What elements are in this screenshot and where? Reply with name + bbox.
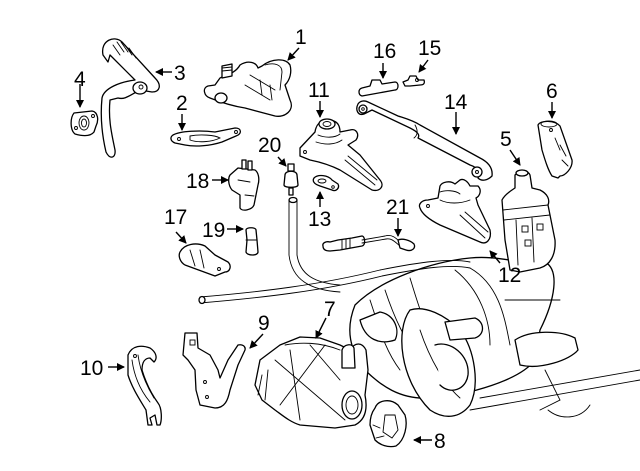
part-6-filter	[537, 120, 573, 179]
part-7-air-pump	[254, 336, 369, 429]
callout-3: 3	[174, 62, 186, 85]
part-12-check-valve-lower	[418, 178, 492, 244]
part-10-shield	[127, 345, 162, 426]
part-1-air-pump-valve	[203, 59, 292, 117]
part-9-bracket	[182, 332, 246, 409]
part-17-control-module	[178, 243, 231, 277]
part-14-air-tube	[356, 100, 493, 181]
callout-6: 6	[546, 80, 558, 103]
leader-7	[315, 317, 327, 339]
callout-leaders	[76, 47, 556, 444]
leader-9	[249, 333, 264, 349]
part-3-hose	[100, 38, 160, 158]
callout-numbers: 1 2 3 4 5 6 7 8 9 10 11 12 13 14 15 16 1…	[74, 26, 558, 453]
callout-19: 19	[202, 219, 225, 242]
part-8-pump-mount	[369, 400, 407, 448]
callout-9: 9	[258, 312, 270, 335]
callout-15: 15	[418, 37, 441, 60]
part-5-canister	[501, 169, 556, 273]
callout-5: 5	[500, 128, 512, 151]
leader-17	[175, 231, 187, 244]
part-18-solenoid	[228, 159, 260, 211]
callout-13: 13	[308, 208, 331, 231]
part-20-vacuum-valve	[283, 163, 299, 196]
callout-2: 2	[176, 92, 188, 115]
part-4-gasket-flange	[70, 110, 99, 137]
part-19-plug	[245, 227, 259, 256]
part-16-tee-fitting	[358, 79, 399, 97]
part-15-connector	[402, 75, 426, 87]
leader-12	[489, 250, 501, 264]
part-13-gasket-small	[312, 174, 340, 192]
callout-12: 12	[498, 264, 521, 287]
callout-14: 14	[444, 91, 468, 114]
callout-18: 18	[186, 170, 209, 193]
callout-21: 21	[386, 196, 409, 219]
callout-17: 17	[164, 206, 187, 229]
leader-20	[277, 156, 287, 167]
leader-1	[287, 47, 300, 61]
leader-15	[418, 59, 429, 73]
callout-11: 11	[308, 79, 330, 102]
callout-7: 7	[324, 298, 336, 321]
callout-8: 8	[434, 430, 446, 453]
leader-5	[509, 149, 521, 166]
vacuum-hose	[198, 196, 471, 305]
callout-20: 20	[258, 134, 281, 157]
callout-1: 1	[295, 26, 307, 49]
part-11-check-valve	[299, 118, 383, 192]
part-2-gasket	[170, 127, 242, 147]
callout-4: 4	[74, 68, 86, 91]
callout-16: 16	[373, 40, 396, 63]
engine-manifold	[349, 256, 640, 418]
callout-10: 10	[80, 357, 103, 380]
part-21-oxygen-sensor	[322, 235, 416, 252]
